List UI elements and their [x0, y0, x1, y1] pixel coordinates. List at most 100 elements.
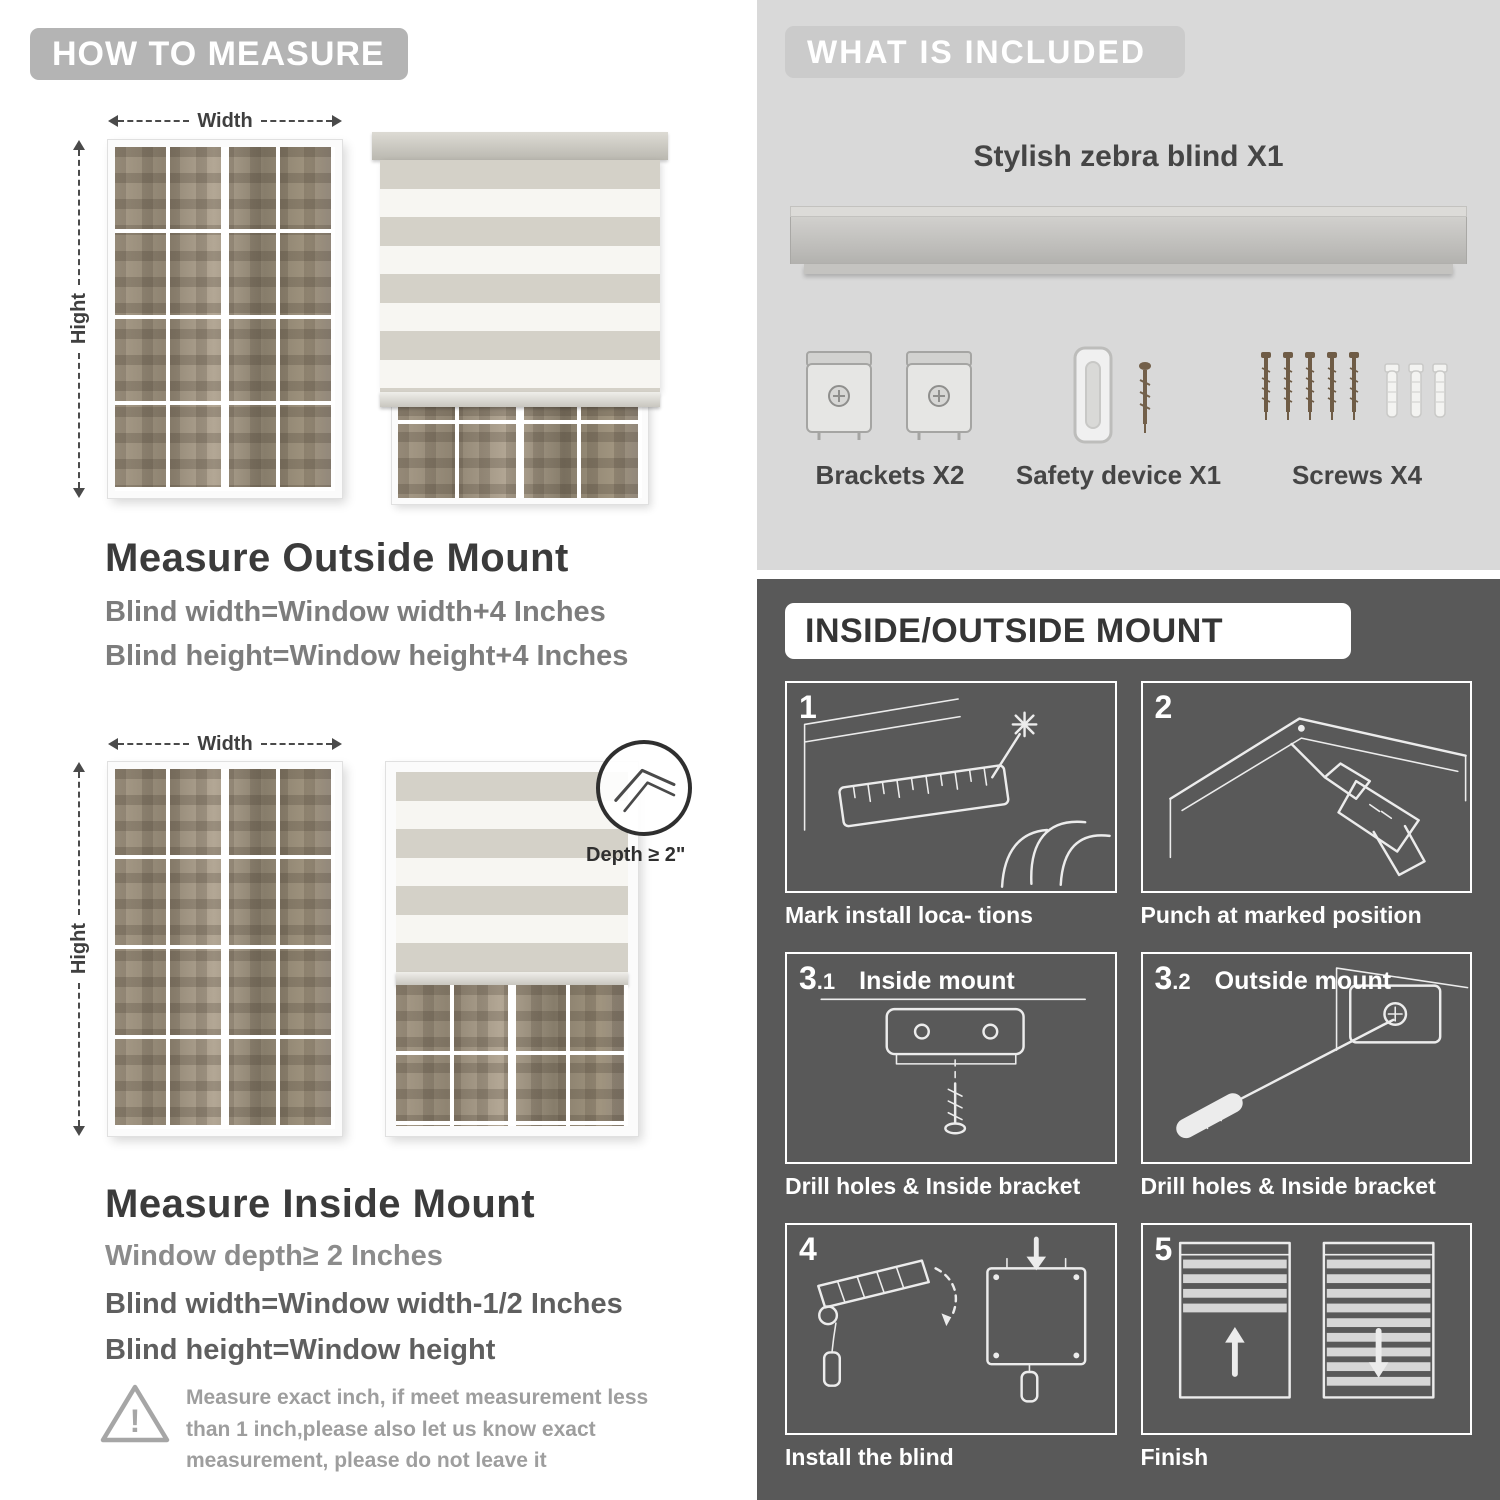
height-label: Hight	[67, 293, 90, 345]
arrow-up-head-icon	[73, 762, 85, 772]
outside-bracket-illustration	[1175, 967, 1468, 1139]
included-item-brackets: Brackets X2	[795, 340, 985, 491]
inside-outside-mount-header: INSIDE/OUTSIDE MOUNT	[785, 603, 1351, 659]
zebra-blind-headrail	[790, 206, 1467, 274]
step-caption: Drill holes & Inside bracket	[1140, 1173, 1436, 1199]
step-caption: Mark install loca- tions	[785, 902, 1033, 928]
warning-triangle-icon: !	[100, 1384, 170, 1443]
warning-exclamation: !	[130, 1403, 141, 1439]
height-label: Hight	[67, 923, 90, 975]
window-mullion	[221, 147, 229, 491]
blind-stripes	[380, 160, 660, 392]
arrow-left-head-icon	[108, 738, 118, 750]
dashed-line	[78, 352, 80, 488]
install-blind-illustration	[817, 1236, 1087, 1403]
dashed-line	[78, 150, 80, 286]
step-number: 3 .2 Outside mount	[1155, 960, 1392, 997]
width-arrow: Width	[108, 109, 343, 132]
height-arrow: Hight	[68, 140, 90, 498]
what-is-included-section: WHAT IS INCLUDED Stylish zebra blind X1	[757, 0, 1500, 570]
dashed-line	[78, 772, 80, 916]
headrail-front-face	[790, 217, 1467, 264]
warning-text: Measure exact inch, if meet measurement …	[186, 1386, 649, 1472]
step-2-panel: 2	[1140, 681, 1472, 893]
mark-locations-illustration	[803, 698, 1111, 888]
headrail-top-face	[790, 206, 1467, 217]
step-inline-label: Outside mount	[1214, 967, 1392, 995]
brackets-icon	[805, 350, 973, 442]
inside-mount-line-1: Window depth≥ 2 Inches	[105, 1240, 443, 1272]
inside-mount-title: Measure Inside Mount	[105, 1182, 536, 1226]
arrow-down-head-icon	[73, 488, 85, 498]
step-caption: Punch at marked position	[1140, 902, 1422, 928]
step-number: 4	[799, 1231, 841, 1268]
width-label: Width	[197, 109, 253, 132]
step-2: 2	[1140, 681, 1472, 932]
dashed-line	[78, 982, 80, 1126]
screws-icon	[1258, 350, 1448, 422]
step-3-1: 3 .1 Inside mount	[785, 952, 1117, 1203]
step-number: 5	[1155, 1231, 1197, 1268]
step-number-sub: .2	[1172, 969, 1191, 994]
included-item-safety-device: Safety device X1	[1016, 340, 1221, 491]
frame-corner-detail	[614, 768, 676, 813]
step-number-text: 1	[799, 689, 817, 725]
blind-bottom-rail	[396, 972, 628, 985]
arrow-right-head-icon	[332, 115, 343, 127]
inside-bracket-illustration	[820, 998, 1086, 1135]
step-number-text: 3	[799, 960, 817, 996]
step-1-panel: 1	[785, 681, 1117, 893]
step-number-text: 4	[799, 1231, 817, 1267]
depth-label: Depth ≥ 2"	[586, 844, 686, 866]
outside-mount-line-2: Blind height=Window height+4 Inches	[105, 640, 629, 672]
install-steps: 1	[785, 681, 1472, 1474]
window-mullion	[221, 769, 229, 1129]
step-3-2: 3 .2 Outside mount	[1140, 952, 1472, 1203]
step-3-2-panel: 3 .2 Outside mount	[1140, 952, 1472, 1164]
included-item-screws: Screws X4	[1252, 340, 1462, 491]
step-caption: Finish	[1140, 1444, 1209, 1470]
width-arrow: Width	[108, 732, 343, 755]
outside-mount-title: Measure Outside Mount	[105, 536, 569, 580]
step-4: 4	[785, 1223, 1117, 1474]
step-caption: Drill holes & Inside bracket	[785, 1173, 1081, 1199]
blind-stripes	[396, 772, 628, 972]
depth-magnifier-icon	[596, 740, 692, 836]
drill-punch-illustration	[1168, 717, 1467, 877]
finish-illustration	[1178, 1241, 1435, 1399]
window-illustration	[107, 761, 343, 1137]
step-number-text: 3	[1154, 960, 1173, 996]
step-number: 1	[799, 689, 841, 726]
outside-mount-line-1: Blind width=Window width+4 Inches	[105, 596, 606, 628]
dashed-line	[118, 743, 190, 745]
how-to-measure-section: HOW TO MEASURE Width Hight	[30, 28, 692, 1472]
step-1: 1	[785, 681, 1117, 932]
step-5: 5	[1140, 1223, 1472, 1474]
window-illustration	[107, 139, 343, 499]
step-number-sub: .1	[816, 969, 836, 994]
item-label: Safety device X1	[1015, 460, 1222, 490]
step-number: 2	[1155, 689, 1197, 726]
step-3-1-panel: 3 .1 Inside mount	[785, 952, 1117, 1164]
zebra-blind-label: Stylish zebra blind X1	[973, 140, 1284, 173]
safety-device-icon	[1073, 346, 1152, 444]
dashed-line	[118, 120, 190, 122]
arrow-right-head-icon	[332, 738, 343, 750]
step-caption: Install the blind	[785, 1444, 954, 1470]
item-label: Brackets X2	[815, 460, 965, 490]
window-mullion	[508, 985, 516, 1126]
item-label: Screws X4	[1291, 460, 1423, 490]
step-number: 3 .1 Inside mount	[799, 960, 1015, 997]
step-inline-label: Inside mount	[859, 967, 1015, 995]
step-4-panel: 4	[785, 1223, 1117, 1435]
what-is-included-header: WHAT IS INCLUDED	[785, 26, 1185, 78]
step-number-text: 2	[1154, 689, 1173, 725]
arrow-down-head-icon	[73, 1126, 85, 1136]
height-arrow: Hight	[68, 762, 90, 1136]
headrail-bottom-lip	[803, 264, 1454, 274]
right-column: WHAT IS INCLUDED Stylish zebra blind X1	[757, 0, 1500, 1500]
width-label: Width	[197, 732, 253, 755]
zebra-blind-illustration	[372, 132, 668, 505]
dashed-line	[260, 743, 333, 745]
